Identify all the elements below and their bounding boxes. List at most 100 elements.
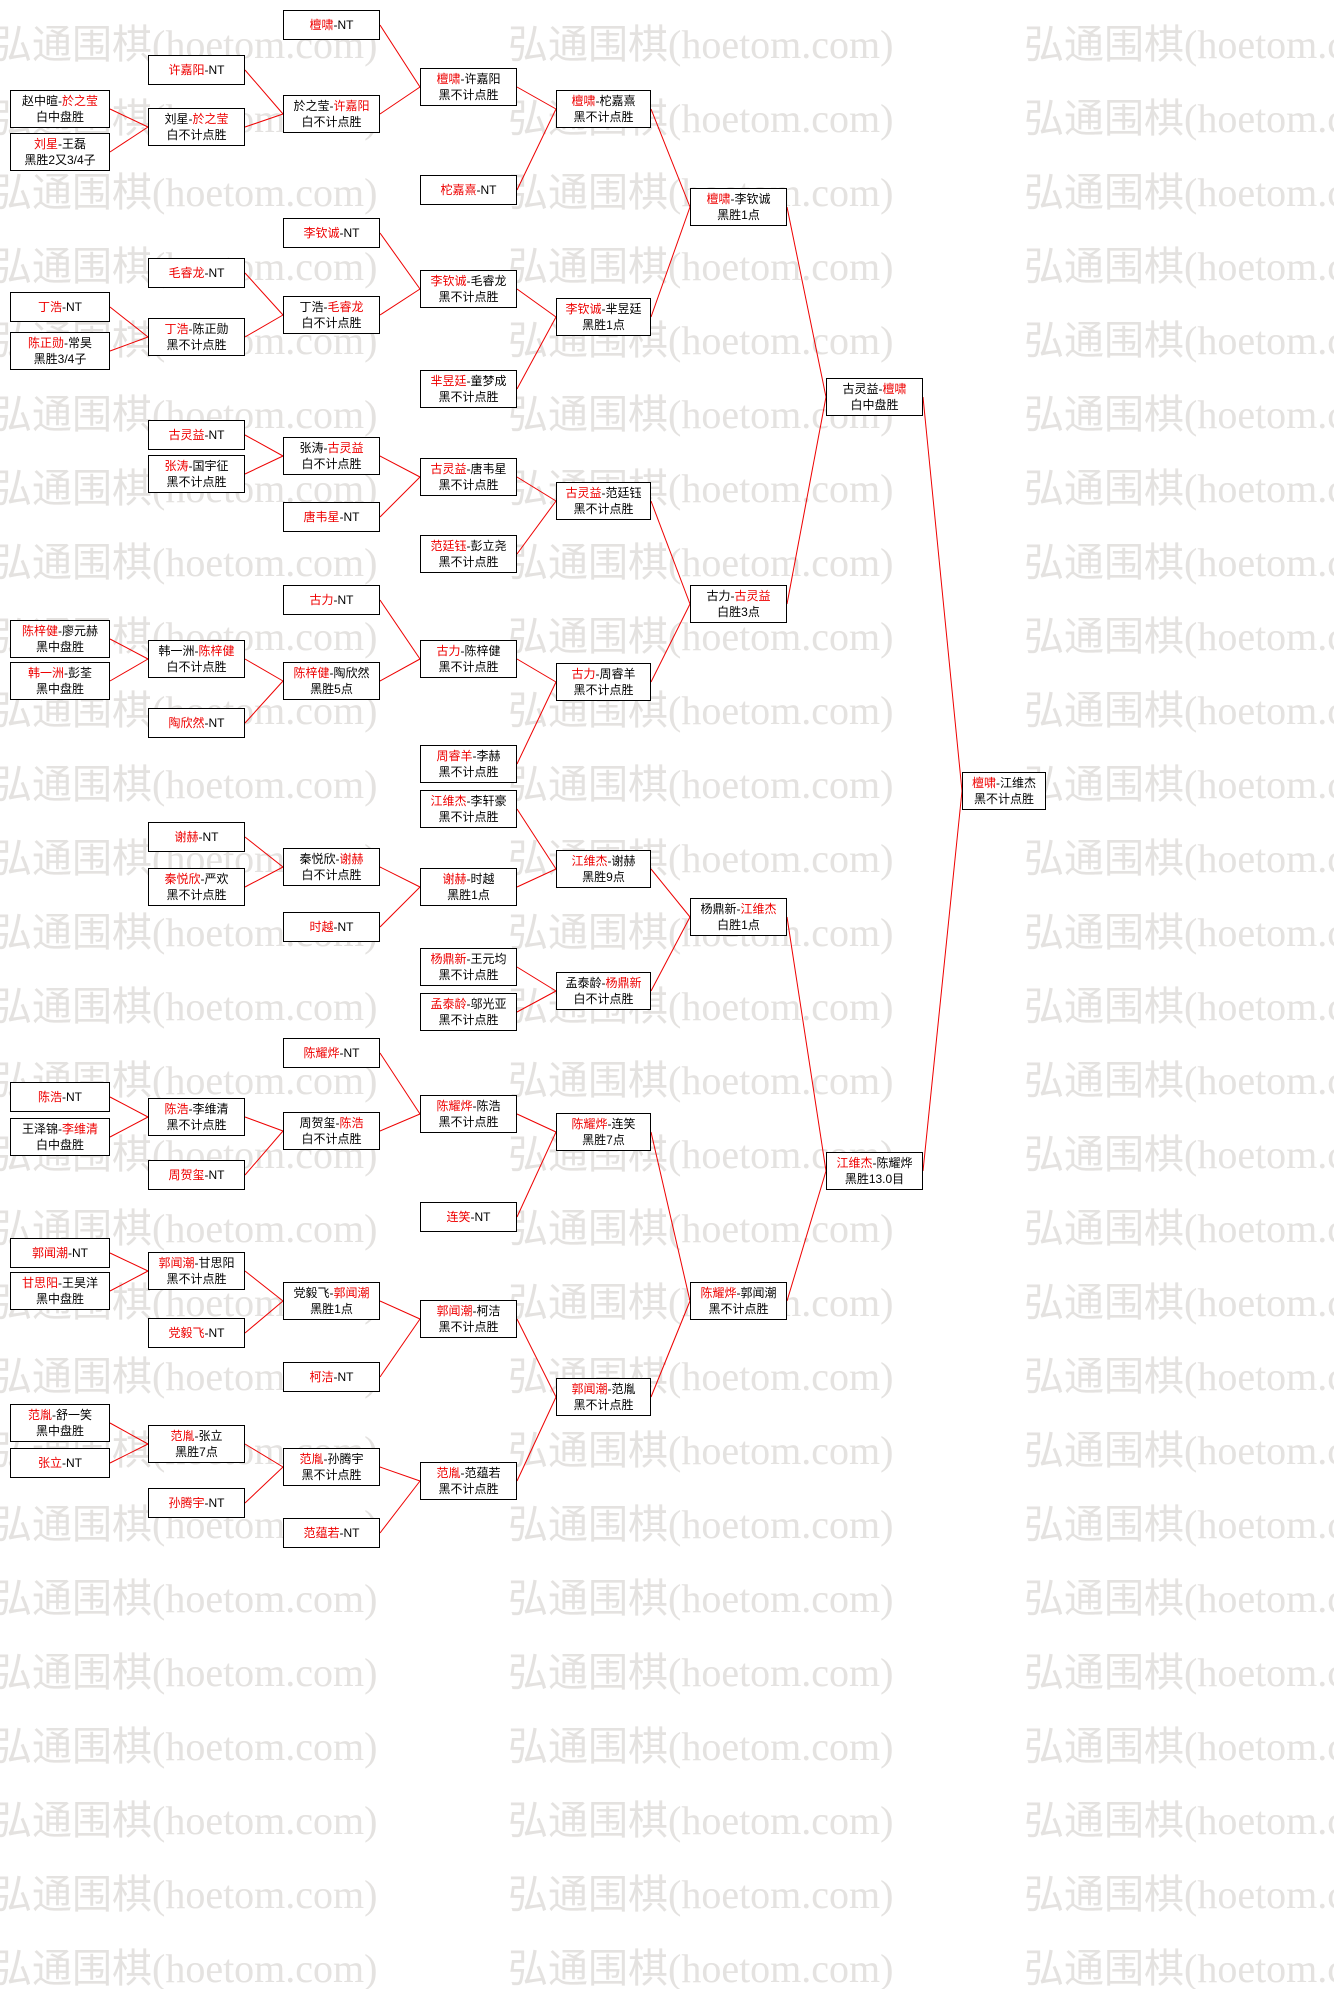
match-box-p4: 陈正勋-常昊黑胜3/4子 bbox=[10, 332, 110, 370]
name-separator: - bbox=[323, 441, 328, 455]
player-name: NT bbox=[208, 63, 225, 77]
match-players: 韩一洲-彭荃 bbox=[28, 665, 92, 681]
match-box-p2: 刘星-王磊黑胜2又3/4子 bbox=[10, 133, 110, 171]
match-result: 黑胜1点 bbox=[582, 318, 625, 332]
match-box-p7: 陈浩-NT bbox=[10, 1082, 110, 1112]
match-result: 黑不计点胜 bbox=[166, 1118, 227, 1132]
player-name: 陶欣然 bbox=[333, 666, 370, 680]
player-name: 郭闻潮 bbox=[333, 1286, 370, 1300]
player-name: 国宇征 bbox=[192, 459, 229, 473]
match-players: 陈耀烨-NT bbox=[303, 1045, 359, 1061]
player-name: 陈耀烨 bbox=[876, 1156, 913, 1170]
player-name: 江维杰 bbox=[571, 854, 608, 868]
match-result: 黑胜1点 bbox=[447, 888, 490, 902]
player-name: 谢赫 bbox=[611, 854, 636, 868]
match-box-d7: 陈耀烨-连笑黑胜7点 bbox=[556, 1113, 651, 1151]
name-separator: - bbox=[996, 776, 1000, 790]
match-box-b5: 张涛-古灵益白不计点胜 bbox=[283, 437, 380, 475]
player-name: 连笑 bbox=[446, 1210, 471, 1224]
match-result: 白不计点胜 bbox=[301, 1132, 362, 1146]
connector-line bbox=[786, 206, 827, 398]
name-separator: - bbox=[476, 183, 481, 197]
player-name: NT bbox=[208, 716, 225, 730]
match-result: 白不计点胜 bbox=[301, 868, 362, 882]
connector-line bbox=[109, 108, 149, 128]
player-name: 周睿羊 bbox=[436, 749, 473, 763]
name-separator: - bbox=[466, 952, 471, 966]
player-name: 陈耀烨 bbox=[436, 1099, 473, 1113]
match-box-e3: 杨鼎新-江维杰白胜1点 bbox=[690, 898, 787, 936]
connector-line bbox=[379, 1113, 421, 1132]
player-name: 范胤 bbox=[299, 1452, 324, 1466]
player-name: NT bbox=[208, 1168, 225, 1182]
match-players: 郭闻潮-柯洁 bbox=[436, 1303, 500, 1319]
player-name: 杨鼎新 bbox=[430, 952, 467, 966]
player-name: NT bbox=[66, 300, 82, 314]
connector-line bbox=[516, 1318, 557, 1398]
name-separator: - bbox=[204, 1326, 209, 1340]
player-name: 檀啸 bbox=[706, 192, 731, 206]
player-name: NT bbox=[337, 920, 354, 934]
player-name: 李维清 bbox=[62, 1122, 99, 1136]
name-separator: - bbox=[68, 1246, 72, 1260]
match-players: 江维杰-陈耀烨 bbox=[836, 1155, 912, 1171]
match-players: 檀啸-李钦诚 bbox=[706, 191, 770, 207]
connector-line bbox=[516, 1113, 557, 1133]
connector-line bbox=[109, 1116, 149, 1138]
player-name: 范胤 bbox=[611, 1382, 636, 1396]
player-name: 邬光亚 bbox=[470, 997, 507, 1011]
match-players: 毛睿龙-NT bbox=[168, 265, 224, 281]
match-players: 赵中暄-於之莹 bbox=[22, 93, 98, 109]
match-players: 张涛-古灵益 bbox=[299, 440, 363, 456]
connector-line bbox=[244, 113, 284, 128]
connector-line bbox=[244, 866, 284, 888]
name-separator: - bbox=[204, 716, 209, 730]
match-players: 檀啸-江维杰 bbox=[972, 775, 1036, 791]
connector-line bbox=[786, 396, 827, 605]
match-players: 党毅飞-郭闻潮 bbox=[293, 1285, 369, 1301]
player-name: 彭立尧 bbox=[470, 539, 507, 553]
connector-line bbox=[379, 658, 421, 682]
match-players: 丁浩-陈正勋 bbox=[164, 321, 228, 337]
connector-line bbox=[109, 1252, 149, 1272]
connector-line bbox=[244, 455, 284, 475]
name-separator: - bbox=[595, 667, 600, 681]
name-separator: - bbox=[601, 976, 606, 990]
connector-line bbox=[516, 86, 557, 110]
match-result: 黑不计点胜 bbox=[438, 810, 499, 824]
match-result: 黑不计点胜 bbox=[166, 1272, 227, 1286]
match-players: 古力-陈梓健 bbox=[436, 643, 500, 659]
match-players: 古灵益-范廷钰 bbox=[565, 485, 641, 501]
player-name: 秦悦欣 bbox=[299, 852, 336, 866]
connector-line bbox=[244, 434, 284, 457]
name-separator: - bbox=[472, 1099, 477, 1113]
name-separator: - bbox=[329, 1286, 334, 1300]
match-players: 刘星-於之莹 bbox=[164, 111, 228, 127]
match-box-a4: 丁浩-陈正勋黑不计点胜 bbox=[148, 318, 245, 356]
match-box-a16: 孙腾宇-NT bbox=[148, 1488, 245, 1518]
player-name: 孟泰龄 bbox=[565, 976, 602, 990]
connector-line bbox=[244, 1300, 284, 1334]
connector-line bbox=[516, 500, 557, 555]
player-name: 江维杰 bbox=[1000, 776, 1037, 790]
player-name: 毛睿龙 bbox=[470, 274, 507, 288]
connector-line bbox=[379, 1480, 421, 1534]
match-box-b6: 唐韦星-NT bbox=[283, 502, 380, 532]
player-name: NT bbox=[337, 18, 354, 32]
connector-line bbox=[379, 288, 421, 316]
match-box-c15: 郭闻潮-柯洁黑不计点胜 bbox=[420, 1300, 517, 1338]
player-name: 连笑 bbox=[611, 1117, 636, 1131]
match-players: 檀啸-许嘉阳 bbox=[436, 71, 500, 87]
match-result: 黑胜9点 bbox=[582, 870, 625, 884]
player-name: 彭荃 bbox=[68, 666, 93, 680]
name-separator: - bbox=[333, 920, 338, 934]
match-box-a7: 韩一洲-陈梓健白不计点胜 bbox=[148, 640, 245, 678]
match-players: 郭闻潮-甘思阳 bbox=[158, 1255, 234, 1271]
player-name: 李轩豪 bbox=[470, 794, 507, 808]
player-name: NT bbox=[208, 1496, 225, 1510]
connector-line bbox=[244, 1116, 284, 1132]
connector-line bbox=[650, 603, 691, 683]
match-players: 党毅飞-NT bbox=[168, 1325, 224, 1341]
match-box-g1: 檀啸-江维杰黑不计点胜 bbox=[962, 772, 1046, 810]
